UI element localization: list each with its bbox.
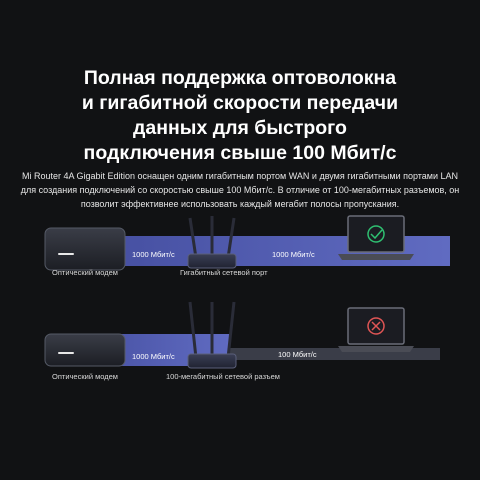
speed-right: 100 Мбит/с [278,350,317,359]
headline-line-2: и гигабитной скорости передачи [81,92,399,114]
router-label: Гигабитный сетевой порт [180,268,268,277]
modem-label: Оптический модем [52,372,118,381]
slow-scene: 1000 Мбит/с 100 Мбит/с Оптический модем … [0,300,480,381]
modem-indicator [58,253,74,255]
laptop-screen [347,215,405,253]
laptop-base [338,254,414,260]
slow-scene-graphic [44,301,440,369]
router-antenna [188,217,198,259]
router-antenna [226,301,236,359]
status-ok-icon [367,225,385,243]
headline: Полная поддержка оптоволокна и гигабитно… [0,66,480,166]
laptop-base [338,346,414,352]
modem-device [44,333,126,367]
router-device [187,353,237,369]
description: Mi Router 4A Gigabit Edition оснащен одн… [20,171,460,209]
speed-right: 1000 Мбит/с [272,250,315,259]
status-fail-icon [367,317,385,335]
router-label: 100-мегабитный сетевой разъем [166,372,280,381]
speed-left: 1000 Мбит/с [132,352,175,361]
headline-line-1: Полная поддержка оптоволокна [83,67,397,89]
gigabit-scene: 1000 Мбит/с 1000 Мбит/с Оптический модем… [0,210,480,290]
modem-device [44,227,126,271]
router-antenna [188,301,198,359]
modem-label: Оптический модем [52,268,118,277]
headline-line-3: данных для быстрого [133,117,347,139]
router-device [187,253,237,269]
speed-left: 1000 Мбит/с [132,250,175,259]
router-antenna [226,217,236,259]
modem-indicator [58,352,74,354]
gigabit-scene-graphic [44,215,450,271]
headline-line-4: подключения свыше 100 Мбит/с [83,142,397,164]
